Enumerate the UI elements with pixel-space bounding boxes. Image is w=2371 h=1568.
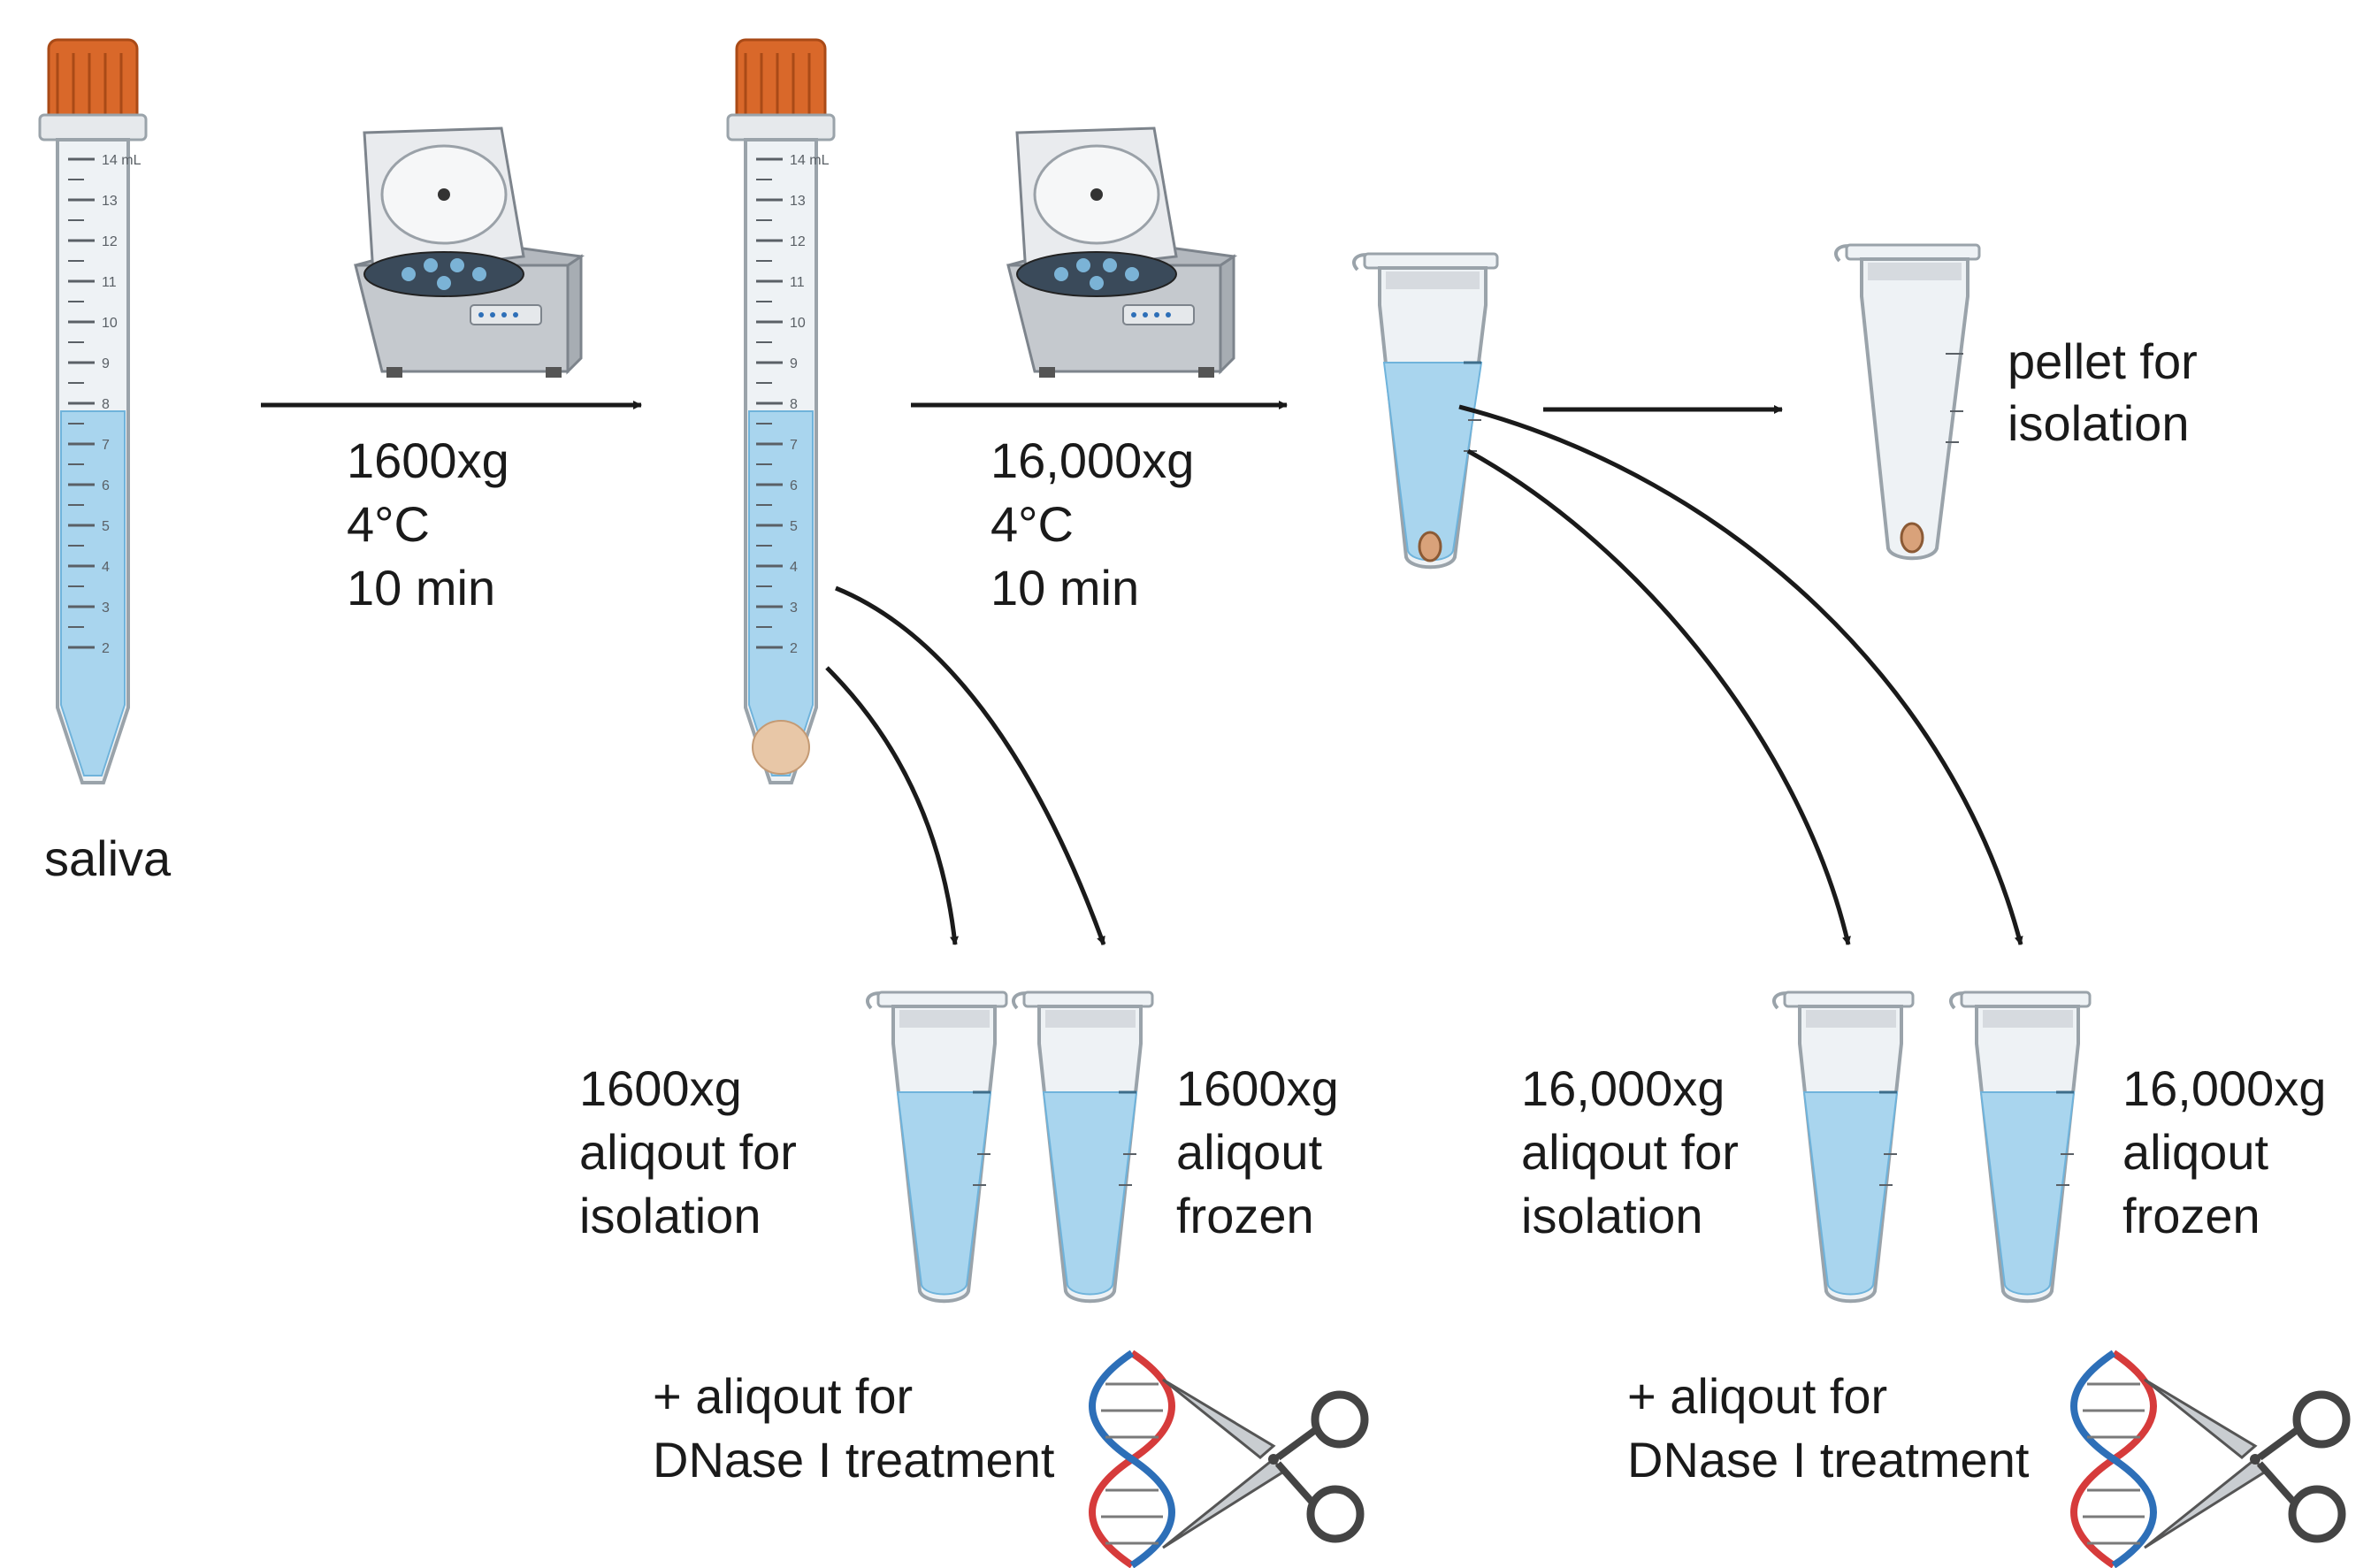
step2-time: 10 min — [990, 560, 1139, 616]
step1-force: 1600xg — [347, 432, 509, 488]
graduation-number: 5 — [102, 519, 110, 534]
centrifuge-icon — [354, 126, 585, 378]
microtube-icon — [1772, 991, 1915, 1304]
graduation-number: 7 — [102, 438, 110, 453]
graduation-number: 4 — [790, 560, 798, 575]
graduation-number: 14 mL — [790, 153, 830, 168]
label-line: 16,000xg — [2122, 1060, 2326, 1116]
label-line: isolation — [1521, 1188, 1702, 1243]
graduation-number: 12 — [102, 234, 118, 249]
graduation-number: 13 — [790, 194, 806, 209]
conical-tube-icon: 14 mL 13 12 11 10 9 8 7 6 5 4 3 2 — [38, 38, 148, 784]
pellet-icon — [752, 720, 810, 775]
label-line: + aliqout for — [653, 1368, 913, 1424]
step1-conditions: 1600xg 4°C 10 min — [347, 432, 509, 616]
label-line: frozen — [2122, 1188, 2260, 1243]
graduation-number: 2 — [102, 641, 110, 656]
arrow-aliquot-1600-iso — [825, 666, 959, 945]
label-line: aliqout for — [579, 1124, 797, 1180]
scissors-icon — [1162, 1378, 1369, 1549]
label-line: isolation — [579, 1188, 761, 1243]
conical-tube-icon: 14 mL 13 12 11 10 9 8 7 6 5 4 3 2 — [726, 38, 836, 784]
graduation-number: 11 — [790, 275, 805, 290]
graduation-number: 14 mL — [102, 153, 141, 168]
label-line: frozen — [1176, 1188, 1314, 1243]
pellet-label: pellet for isolation — [2008, 333, 2198, 451]
microtube-icon — [1834, 243, 1981, 561]
step2-temp: 4°C — [990, 496, 1074, 552]
graduation-number: 12 — [790, 234, 806, 249]
label-line: + aliqout for — [1627, 1368, 1887, 1424]
graduation-number: 10 — [102, 316, 118, 331]
pellet-line2: isolation — [2008, 395, 2189, 451]
label-line: 1600xg — [579, 1060, 742, 1116]
step1-time: 10 min — [347, 560, 495, 616]
step2-conditions: 16,000xg 4°C 10 min — [990, 432, 1194, 616]
microtube-icon — [866, 991, 1008, 1304]
graduation-number: 3 — [790, 600, 798, 616]
aliquot-1600-isolation-label: 1600xg aliqout for isolation — [579, 1060, 797, 1243]
arrow-aliquot-16k-iso — [1466, 448, 1851, 945]
arrow-aliquot-16k-frz — [1458, 404, 2023, 945]
centrifuge-icon — [1006, 126, 1238, 378]
arrows — [261, 401, 2023, 945]
label-saliva: saliva — [44, 830, 172, 886]
aliquot-16k-frozen-label: 16,000xg aliqout frozen — [2122, 1060, 2326, 1243]
graduation-number: 6 — [790, 478, 798, 493]
graduation-number: 5 — [790, 519, 798, 534]
arrow-aliquot-1600-frz — [835, 585, 1106, 945]
label-line: DNase I treatment — [1627, 1432, 2030, 1488]
label-line: 16,000xg — [1521, 1060, 1725, 1116]
microtube-icon — [1012, 991, 1154, 1304]
graduation-number: 13 — [102, 194, 118, 209]
microtube-icon — [1949, 991, 2092, 1304]
aliquot-1600-frozen-label: 1600xg aliqout frozen — [1176, 1060, 1339, 1243]
graduation-number: 3 — [102, 600, 110, 616]
graduation-number: 9 — [790, 356, 798, 371]
dna-icon — [1089, 1350, 1175, 1568]
graduation-number: 6 — [102, 478, 110, 493]
dnase-label-right: + aliqout for DNase I treatment — [1627, 1368, 2030, 1488]
microtube-icon — [1352, 252, 1499, 570]
step2-force: 16,000xg — [990, 432, 1194, 488]
graduation-number: 4 — [102, 560, 110, 575]
label-line: aliqout — [1176, 1124, 1322, 1180]
pellet-line1: pellet for — [2008, 333, 2198, 389]
label-line: DNase I treatment — [653, 1432, 1055, 1488]
graduation-number: 7 — [790, 438, 798, 453]
dna-icon — [2070, 1350, 2157, 1568]
label-line: 1600xg — [1176, 1060, 1339, 1116]
scissors-icon — [2144, 1378, 2351, 1549]
graduation-number: 8 — [790, 397, 798, 412]
dnase-label-left: + aliqout for DNase I treatment — [653, 1368, 1055, 1488]
graduation-number: 11 — [102, 275, 117, 290]
label-line: aliqout — [2122, 1124, 2268, 1180]
aliquot-16k-isolation-label: 16,000xg aliqout for isolation — [1521, 1060, 1739, 1243]
graduation-number: 8 — [102, 397, 110, 412]
step1-temp: 4°C — [347, 496, 430, 552]
graduation-number: 10 — [790, 316, 806, 331]
graduation-number: 2 — [790, 641, 798, 656]
label-line: aliqout for — [1521, 1124, 1739, 1180]
graduation-number: 9 — [102, 356, 110, 371]
